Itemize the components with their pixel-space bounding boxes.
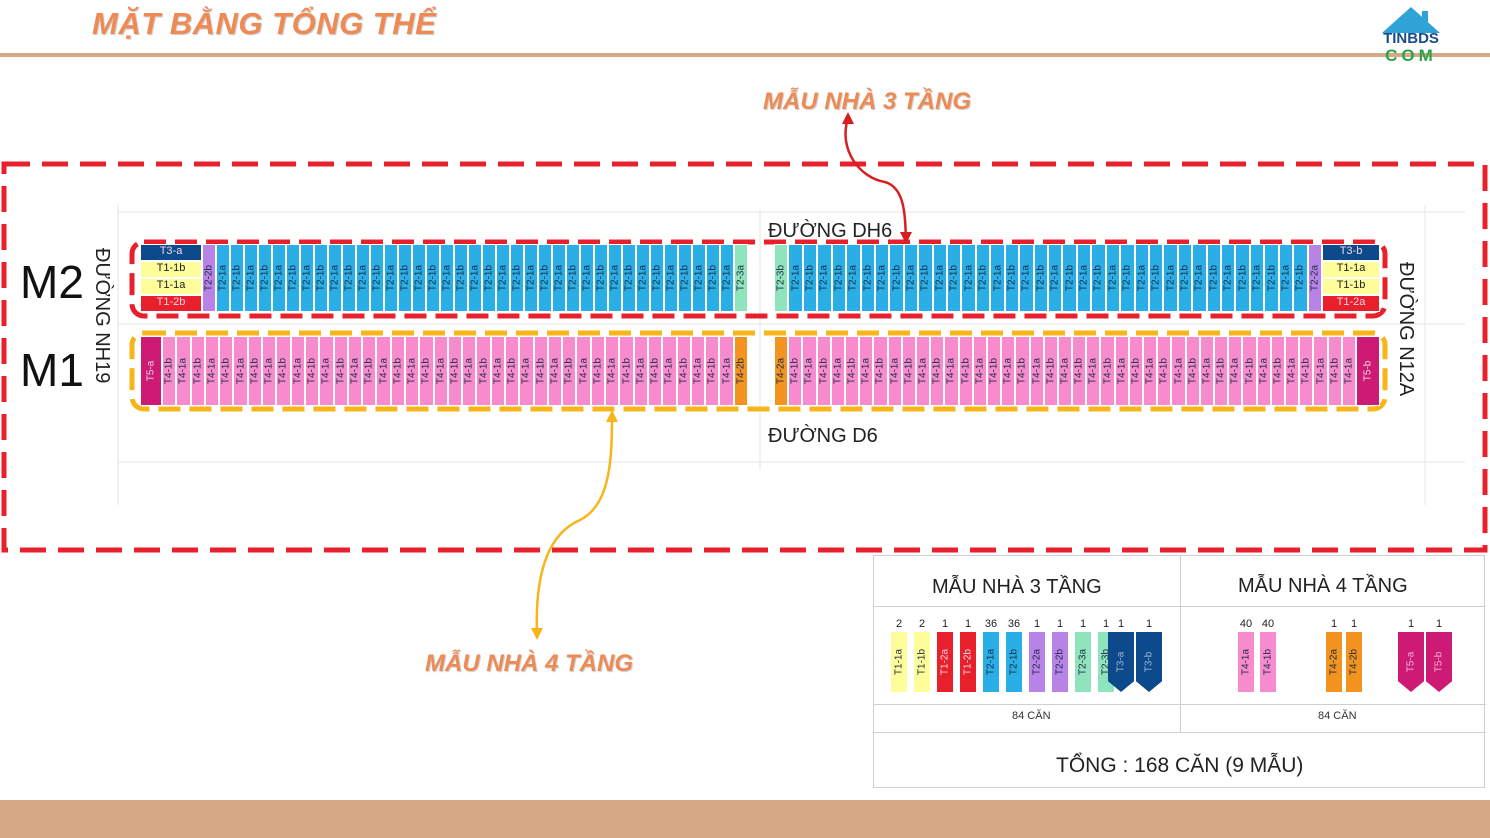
legend-swatch-t1-2a: T1-2a — [937, 632, 953, 692]
house-roof-icon — [1382, 7, 1440, 33]
arrowhead-four-bottom — [531, 628, 543, 640]
legend-swatch-label: T2-2a — [1031, 648, 1043, 676]
m1-four-floor-frame — [129, 330, 1388, 412]
legend-count: 1 — [1056, 618, 1064, 630]
legend-count: 1 — [941, 618, 949, 630]
legend-swatch-label: T3-b — [1143, 651, 1155, 673]
legend-swatch-t4-2a: T4-2a — [1326, 632, 1342, 692]
legend-four-title: MẪU NHÀ 4 TẦNG — [1238, 575, 1408, 597]
legend-total: TỔNG : 168 CĂN (9 MẪU) — [1056, 754, 1304, 777]
legend-count: 2 — [918, 618, 926, 630]
m2-three-floor-frame — [129, 239, 1388, 319]
legend-count: 1 — [1117, 618, 1125, 630]
footer-bar — [0, 800, 1490, 838]
page-title: MẶT BẰNG TỔNG THỂ — [92, 6, 437, 41]
arrow-three-floor — [844, 117, 908, 241]
arrowhead-three-top — [842, 112, 854, 124]
legend-swatch-label: T2-1a — [985, 648, 997, 676]
legend-swatch-label: T4-2a — [1328, 648, 1340, 676]
arrow-four-floor — [535, 415, 614, 635]
legend-count: 1 — [1330, 618, 1338, 630]
logo-line1: TINBDS — [1383, 30, 1439, 47]
legend-swatch-label: T1-2b — [962, 648, 974, 676]
callout-three-floor: MẪU NHÀ 3 TẦNG — [763, 88, 971, 115]
legend-swatch-t4-1b: T4-1b — [1260, 632, 1276, 692]
legend-count: 40 — [1261, 618, 1275, 630]
arrowhead-three-bottom — [900, 232, 912, 244]
legend-count: 1 — [964, 618, 972, 630]
legend-divider-total — [874, 732, 1486, 733]
callout-four-floor: MẪU NHÀ 4 TẦNG — [425, 650, 633, 677]
legend-swatch-t1-1a: T1-1a — [891, 632, 907, 692]
legend-swatch-label: T4-2b — [1348, 648, 1360, 676]
legend-divider-head — [874, 606, 1486, 607]
road-label-bottom: ĐƯỜNG D6 — [768, 425, 878, 447]
legend-count: 36 — [984, 618, 998, 630]
legend-count: 1 — [1033, 618, 1041, 630]
road-label-left: ĐƯỜNG NH19 — [91, 248, 113, 384]
legend-swatch-label: T3-a — [1115, 651, 1127, 673]
legend-swatch-t4-1a: T4-1a — [1238, 632, 1254, 692]
legend-swatch-label: T2-1b — [1008, 648, 1020, 676]
legend-swatch-t5-b: T5-b — [1426, 632, 1452, 692]
legend-swatch-label: T5-b — [1433, 651, 1445, 673]
block-label-m1: M1 — [20, 344, 84, 396]
legend-count: 1 — [1079, 618, 1087, 630]
legend-four-subtotal: 84 CĂN — [1318, 710, 1357, 722]
legend-swatch-t3-a: T3-a — [1108, 632, 1134, 692]
legend-count: 2 — [895, 618, 903, 630]
legend-swatch-t2-1b: T2-1b — [1006, 632, 1022, 692]
legend-count: 1 — [1435, 618, 1443, 630]
legend-swatch-t2-2b: T2-2b — [1052, 632, 1068, 692]
legend-swatch-label: T4-1a — [1240, 648, 1252, 676]
road-label-right: ĐƯỜNG N12A — [1395, 262, 1417, 397]
block-label-m2: M2 — [20, 256, 84, 308]
legend-swatch-label: T1-1b — [916, 648, 928, 676]
legend-swatch-label: T1-2a — [939, 648, 951, 676]
legend-swatch-t1-1b: T1-1b — [914, 632, 930, 692]
legend-divider-sub — [874, 704, 1486, 705]
project-boundary-frame — [1, 161, 1488, 553]
legend-swatch-label: T2-3a — [1077, 648, 1089, 676]
tinbds-logo[interactable]: TINBDS COM — [1376, 5, 1446, 67]
road-label-top: ĐƯỜNG DH6 — [768, 220, 893, 242]
legend-count: 36 — [1007, 618, 1021, 630]
legend-swatch-label: T5-a — [1405, 651, 1417, 673]
legend-swatch-t5-a: T5-a — [1398, 632, 1424, 692]
legend-swatch-label: T2-2b — [1054, 648, 1066, 676]
legend-swatch-t2-1a: T2-1a — [983, 632, 999, 692]
legend-swatch-label: T4-1b — [1262, 648, 1274, 676]
legend-divider-vertical — [1180, 556, 1181, 732]
header-divider — [0, 53, 1490, 57]
legend-swatch-t2-3a: T2-3a — [1075, 632, 1091, 692]
legend-count: 1 — [1407, 618, 1415, 630]
legend-three-subtotal: 84 CĂN — [1012, 710, 1051, 722]
block-label-panel — [14, 205, 114, 405]
legend-count: 1 — [1102, 618, 1110, 630]
legend-three-title: MẪU NHÀ 3 TẦNG — [932, 576, 1102, 598]
legend-swatch-t2-2a: T2-2a — [1029, 632, 1045, 692]
legend-swatch-label: T1-1a — [893, 648, 905, 676]
logo-line2: COM — [1385, 46, 1437, 65]
legend-swatch-t4-2b: T4-2b — [1346, 632, 1362, 692]
legend-swatch-t3-b: T3-b — [1136, 632, 1162, 692]
legend-swatch-t1-2b: T1-2b — [960, 632, 976, 692]
legend-count: 40 — [1239, 618, 1253, 630]
arrowhead-four-top — [606, 410, 618, 422]
legend-count: 1 — [1145, 618, 1153, 630]
legend-count: 1 — [1350, 618, 1358, 630]
